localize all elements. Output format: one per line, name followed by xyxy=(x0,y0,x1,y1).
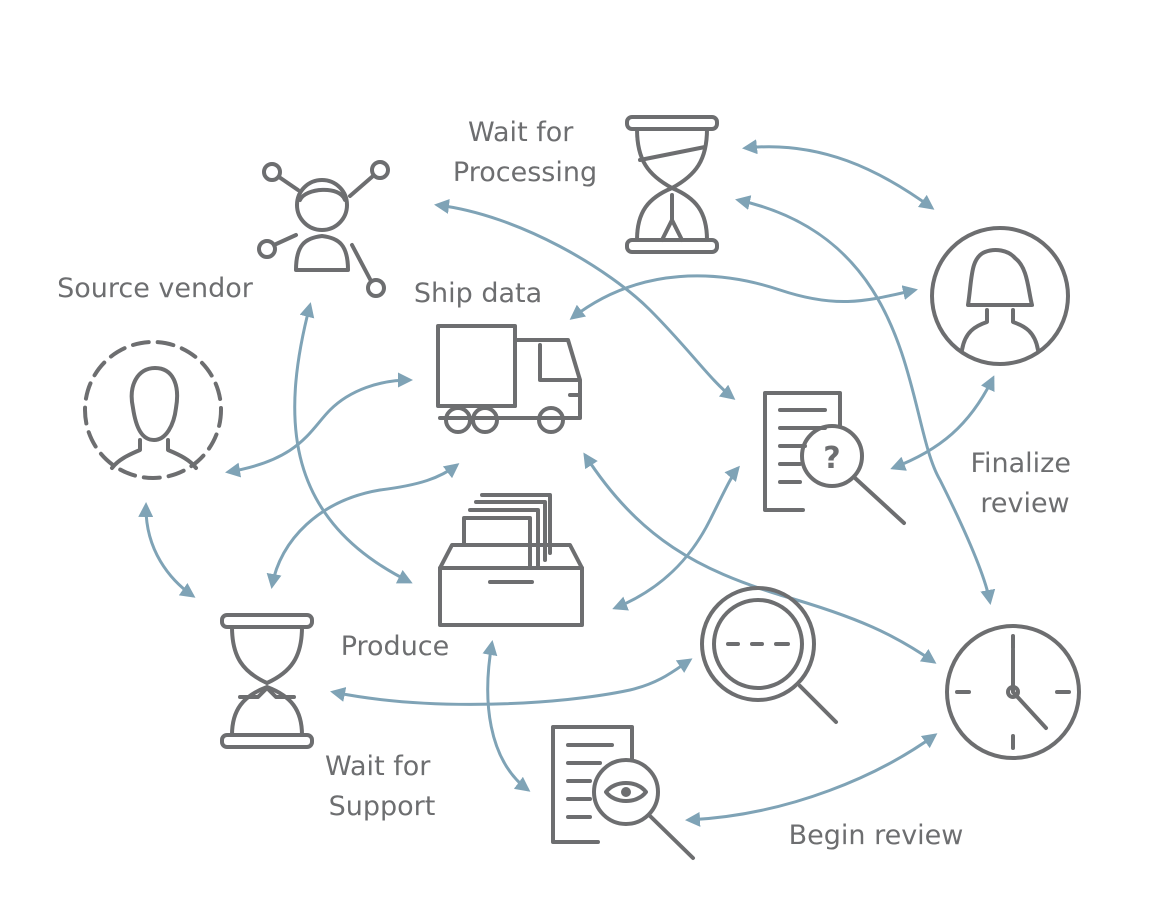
network-person-icon xyxy=(257,160,390,298)
label-wait-support: Wait for Support xyxy=(325,751,439,822)
label-produce: Produce xyxy=(341,631,450,662)
truck-icon xyxy=(436,324,582,434)
document-eye-icon xyxy=(551,725,695,860)
arrow-filebox-to-docquestion xyxy=(612,465,740,611)
arrow-docquestion-to-femaleuser xyxy=(890,375,995,471)
arrow-waitsupport-to-truck xyxy=(266,463,460,589)
arrow-hourglass-to-femaleuser xyxy=(742,139,935,210)
arrow-dashedperson-to-truck xyxy=(225,372,413,478)
label-source-vendor: Source vendor xyxy=(57,273,254,304)
eye-pupil xyxy=(621,787,631,797)
person-circle-icon xyxy=(930,226,1070,366)
arrow-filebox-to-doceye xyxy=(482,640,531,792)
dashed-person-icon xyxy=(83,340,223,480)
arrow-truck-to-clock xyxy=(583,452,937,664)
question-mark-glyph: ? xyxy=(823,441,840,476)
arrow-waitsupport-to-magnifier xyxy=(330,658,693,706)
arrow-hourglass-to-clock xyxy=(735,195,996,605)
label-finalize-review: Finalize review xyxy=(970,448,1079,519)
hourglass-icon xyxy=(625,115,719,254)
arrow-network-to-filebox xyxy=(293,302,413,584)
hourglass-support-icon xyxy=(220,613,314,749)
label-begin-review: Begin review xyxy=(789,820,964,851)
arrow-truck-to-femaleuser xyxy=(569,274,918,320)
clock-icon xyxy=(945,624,1081,760)
label-wait-processing: Wait for Processing xyxy=(453,117,597,188)
file-box-icon xyxy=(438,493,584,627)
magnifier-minus-icon xyxy=(700,586,838,724)
arrow-doceye-to-clock xyxy=(685,733,938,827)
document-question-icon xyxy=(763,391,906,525)
flow-arrows xyxy=(138,139,996,827)
label-ship-data: Ship data xyxy=(414,278,542,309)
arrow-dashedperson-to-waitsupport xyxy=(138,502,196,598)
